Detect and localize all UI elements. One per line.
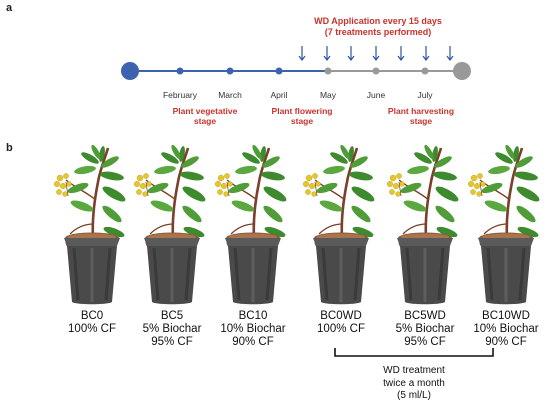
stage-label-flowering: Plant flowering stage	[272, 106, 333, 126]
plant-code: BC0WD	[320, 310, 362, 322]
plant-label-bc10: BC10 10% Biochar 90% CF	[220, 310, 285, 349]
arrow-icon	[422, 46, 430, 61]
month-label-may: May	[319, 90, 337, 100]
plant-label-bc5: BC5 5% Biochar 95% CF	[143, 310, 202, 349]
wd-application-title-line2: (7 treatments performed)	[324, 27, 432, 37]
wd-treatment-line2: twice a month	[383, 377, 445, 389]
plant-code: BC5WD	[404, 310, 446, 322]
arrow-icon	[397, 46, 405, 61]
month-label-june: June	[366, 90, 386, 100]
plant-code: BC0	[80, 310, 104, 322]
plant-code: BC5	[160, 310, 184, 322]
timeline	[121, 46, 471, 80]
stage-vegetative-line2: stage	[193, 116, 217, 126]
plant-label-bc0wd: BC0WD 100% CF	[317, 310, 365, 336]
month-label-july: July	[417, 90, 433, 100]
potted-plant-bc0wd	[299, 140, 383, 310]
wd-application-title: WD Application every 15 days (7 treatmen…	[314, 16, 442, 38]
plant-composition: 10% Biochar	[220, 323, 286, 335]
month-dot-april	[275, 67, 283, 75]
month-label-april: April	[270, 90, 288, 100]
timeline-end-dot	[453, 62, 471, 80]
wd-application-title-line1: WD Application every 15 days	[314, 16, 442, 26]
wd-application-arrows	[298, 46, 454, 61]
plant-fertilizer: 95% CF	[404, 336, 446, 348]
month-dot-may	[324, 67, 332, 75]
panel-label-a: a	[6, 2, 13, 14]
plant-composition: 10% Biochar	[473, 323, 539, 335]
wd-treatment-note: WD treatment twice a month (5 ml/L)	[383, 365, 445, 403]
arrow-icon	[298, 46, 306, 61]
potted-plant-bc5wd	[383, 140, 467, 310]
plant-composition: 5% Biochar	[395, 323, 455, 335]
arrow-icon	[446, 46, 454, 61]
plant-fertilizer: 95% CF	[151, 336, 193, 348]
plant-label-bc10wd: BC10WD 10% Biochar 90% CF	[473, 310, 538, 349]
month-dot-july	[421, 67, 429, 75]
month-dot-february	[176, 67, 184, 75]
stage-flowering-line1: Plant flowering	[271, 106, 333, 116]
potted-plant-bc5	[130, 140, 214, 310]
plant-label-bc5wd: BC5WD 5% Biochar 95% CF	[396, 310, 455, 349]
stage-vegetative-line1: Plant vegetative	[172, 106, 238, 116]
arrow-icon	[347, 46, 355, 61]
plant-composition: 100% CF	[317, 323, 365, 335]
month-label-march: March	[218, 90, 242, 100]
month-dot-june	[372, 67, 380, 75]
stage-harvesting-line2: stage	[409, 116, 433, 126]
arrow-icon	[372, 46, 380, 61]
timeline-start-dot	[121, 62, 139, 80]
stage-harvesting-line1: Plant harvesting	[387, 106, 455, 116]
plant-composition: 5% Biochar	[142, 323, 202, 335]
plant-label-bc0: BC0 100% CF	[68, 310, 116, 336]
plant-fertilizer: 90% CF	[485, 336, 527, 348]
plant-composition: 100% CF	[68, 323, 116, 335]
potted-plant-bc0	[50, 140, 134, 310]
plant-fertilizer: 90% CF	[232, 336, 274, 348]
month-label-february: February	[162, 90, 198, 100]
stage-label-vegetative: Plant vegetative stage	[173, 106, 238, 126]
panel-label-b: b	[6, 142, 13, 154]
stage-flowering-line2: stage	[290, 116, 314, 126]
stage-label-harvesting: Plant harvesting stage	[388, 106, 454, 126]
potted-plant-bc10	[211, 140, 295, 310]
plant-code: BC10WD	[482, 310, 530, 322]
month-dot-march	[226, 67, 234, 75]
potted-plant-bc10wd	[464, 140, 548, 310]
plant-code: BC10	[238, 310, 268, 322]
wd-treatment-line1: WD treatment	[383, 365, 445, 376]
arrow-icon	[323, 46, 331, 61]
wd-treatment-line3: (5 ml/L)	[397, 390, 431, 401]
